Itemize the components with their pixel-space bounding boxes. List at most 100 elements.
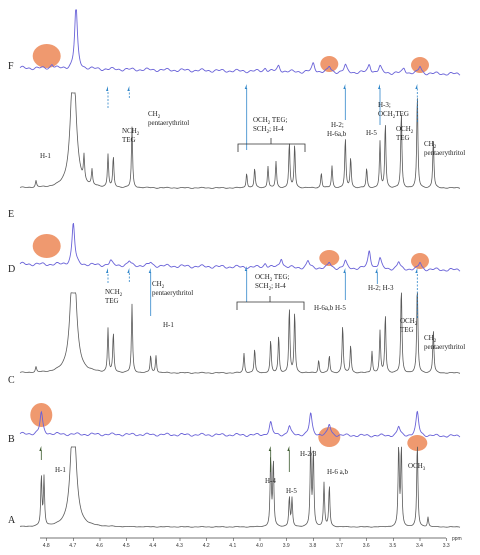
spectrum-trace-c bbox=[19, 292, 461, 374]
spectrum-trace-f bbox=[19, 9, 461, 76]
x-tick-label-4.3: 4.3 bbox=[176, 543, 183, 549]
panel-c-labels: NCH2 TEG CH2 pentaerythritol H-1 OCH2 TE… bbox=[105, 273, 465, 351]
x-tick-label-4.6: 4.6 bbox=[96, 543, 103, 549]
arrow-e-och2 bbox=[244, 84, 248, 150]
label-e-h3: H-3; bbox=[378, 101, 391, 109]
bracket-panel-e bbox=[237, 138, 306, 152]
label-a-h5: H-5 bbox=[286, 487, 297, 495]
x-tick-label-3.9: 3.9 bbox=[283, 543, 290, 549]
label-e-nch2: NCH2 bbox=[122, 127, 140, 137]
arrow-a-h1 bbox=[39, 446, 42, 460]
bracket-panel-c bbox=[236, 296, 305, 310]
spectrum-trace-d bbox=[19, 223, 461, 272]
x-tick-label-3.4: 3.4 bbox=[416, 543, 423, 549]
label-a-h6ab: H-6 a,b bbox=[327, 468, 348, 476]
label-e-och2-teg: OCH2 TEG; bbox=[253, 116, 288, 126]
x-tick-label-3.7: 3.7 bbox=[336, 543, 343, 549]
arrow-e-h2 bbox=[343, 84, 346, 120]
panel-label-f: F bbox=[8, 61, 14, 72]
label-e-ch2-right: CH2 bbox=[424, 140, 437, 150]
annotation-arrows bbox=[39, 84, 418, 472]
arrow-c-h6 bbox=[343, 268, 346, 300]
x-tick-label-3.5: 3.5 bbox=[389, 543, 396, 549]
x-tick-label-4.2: 4.2 bbox=[203, 543, 210, 549]
label-e-ch2-pentaerythritol: pentaerythritol bbox=[148, 119, 189, 127]
arrow-a-h5 bbox=[287, 446, 290, 472]
arrow-e-nch2 bbox=[106, 86, 109, 108]
arrow-e-ch2-right bbox=[415, 84, 418, 122]
panel-e-labels: H-1 NCH2 TEG CH2 pentaerythritol OCH2 TE… bbox=[40, 101, 465, 160]
label-e-ch2: CH2 bbox=[148, 110, 161, 120]
label-a-h4: H-4 bbox=[265, 477, 276, 485]
label-c-sch2-h4: SCH2; H-4 bbox=[255, 282, 286, 292]
label-e-och2-b-teg: TEG bbox=[396, 134, 410, 142]
label-c-och2-b-teg: TEG bbox=[400, 326, 414, 334]
label-a-h1: H-1 bbox=[55, 466, 66, 474]
highlight-circle-b-7 bbox=[318, 427, 341, 447]
label-c-h2-h3: H-2; H-3 bbox=[368, 284, 394, 292]
label-c-ch2-right-pentaerythritol: pentaerythritol bbox=[424, 343, 465, 351]
label-a-h23: H-2/3 bbox=[300, 450, 317, 458]
x-axis-label: ppm bbox=[452, 536, 462, 542]
label-c-h1: H-1 bbox=[163, 321, 174, 329]
label-e-h6ab: H-6a,b bbox=[327, 130, 347, 138]
x-tick-label-4.4: 4.4 bbox=[149, 543, 156, 549]
highlight-circles bbox=[30, 44, 429, 451]
arrow-c-ch2-right bbox=[415, 268, 418, 318]
arrow-c-h2h3 bbox=[375, 268, 378, 284]
highlight-circle-f-0 bbox=[32, 44, 61, 68]
arrow-c-ch2 bbox=[127, 268, 130, 282]
x-tick-label-4.0: 4.0 bbox=[256, 543, 263, 549]
arrow-a-h4 bbox=[268, 446, 272, 472]
label-c-och2-teg: OCH2 TEG; bbox=[255, 273, 290, 283]
label-e-h5: H-5 bbox=[366, 129, 377, 137]
label-e-och2teg: OCH2TEG bbox=[378, 110, 409, 120]
spectrum-trace-e bbox=[19, 92, 461, 189]
panel-label-d: D bbox=[8, 264, 15, 275]
highlight-circle-f-1 bbox=[320, 56, 339, 72]
label-a-och3: OCH3 bbox=[408, 462, 426, 472]
highlight-circle-f-2 bbox=[411, 57, 429, 73]
panel-label-e: E bbox=[8, 209, 14, 220]
arrow-e-ch2 bbox=[127, 86, 130, 98]
label-e-och2-b: OCH2 bbox=[396, 125, 414, 135]
label-c-ch2-right: CH2 bbox=[424, 334, 437, 344]
label-c-nch2-teg: TEG bbox=[105, 297, 119, 305]
x-axis: 4.8 4.7 4.6 4.5 4.4 4.3 4.2 4.1 4.0 3.9 3.8 3.7 3.6 3… bbox=[40, 537, 450, 549]
spectrum-trace-a bbox=[19, 446, 461, 528]
x-tick-label-4.1: 4.1 bbox=[229, 543, 236, 549]
label-c-ch2: CH2 bbox=[152, 280, 165, 290]
panel-label-a: A bbox=[8, 515, 16, 526]
highlight-circle-b-6 bbox=[30, 403, 53, 427]
panel-label-c: C bbox=[8, 375, 15, 386]
arrow-c-nch2 bbox=[106, 268, 109, 283]
label-c-ch2-pentaerythritol: pentaerythritol bbox=[152, 289, 193, 297]
arrow-e-h5 bbox=[378, 84, 381, 125]
label-e-sch2-h4: SCH2; H-4 bbox=[253, 125, 284, 135]
highlight-circle-d-5 bbox=[411, 253, 429, 269]
highlight-circle-d-4 bbox=[319, 250, 340, 266]
highlight-circle-b-8 bbox=[407, 435, 428, 451]
x-tick-label-3.8: 3.8 bbox=[309, 543, 316, 549]
label-e-nch2-teg: TEG bbox=[122, 136, 136, 144]
spectrum-traces bbox=[19, 9, 461, 528]
x-tick-label-4.5: 4.5 bbox=[123, 543, 130, 549]
highlight-circle-d-3 bbox=[32, 234, 61, 258]
x-tick-label-4.7: 4.7 bbox=[69, 543, 76, 549]
label-e-h2: H-2; bbox=[331, 121, 344, 129]
panel-a-labels: H-1 H-4 H-5 H-2/3 H-6 a,b OCH3 bbox=[55, 450, 426, 495]
arrow-c-och2 bbox=[244, 266, 248, 302]
spectrum-trace-b bbox=[19, 410, 461, 438]
label-c-h6ab-h5: H-6a,b H-5 bbox=[314, 304, 346, 312]
panel-label-b: B bbox=[8, 434, 15, 445]
label-e-h1: H-1 bbox=[40, 152, 51, 160]
x-tick-label-4.8: 4.8 bbox=[43, 543, 50, 549]
arrow-c-h1 bbox=[148, 268, 152, 316]
label-c-och2-b: OCH2 bbox=[400, 317, 418, 327]
label-e-ch2-right-pentaerythritol: pentaerythritol bbox=[424, 149, 465, 157]
label-c-nch2: NCH2 bbox=[105, 288, 123, 298]
x-tick-label-3.3: 3.3 bbox=[443, 543, 450, 549]
x-tick-label-3.6: 3.6 bbox=[363, 543, 370, 549]
